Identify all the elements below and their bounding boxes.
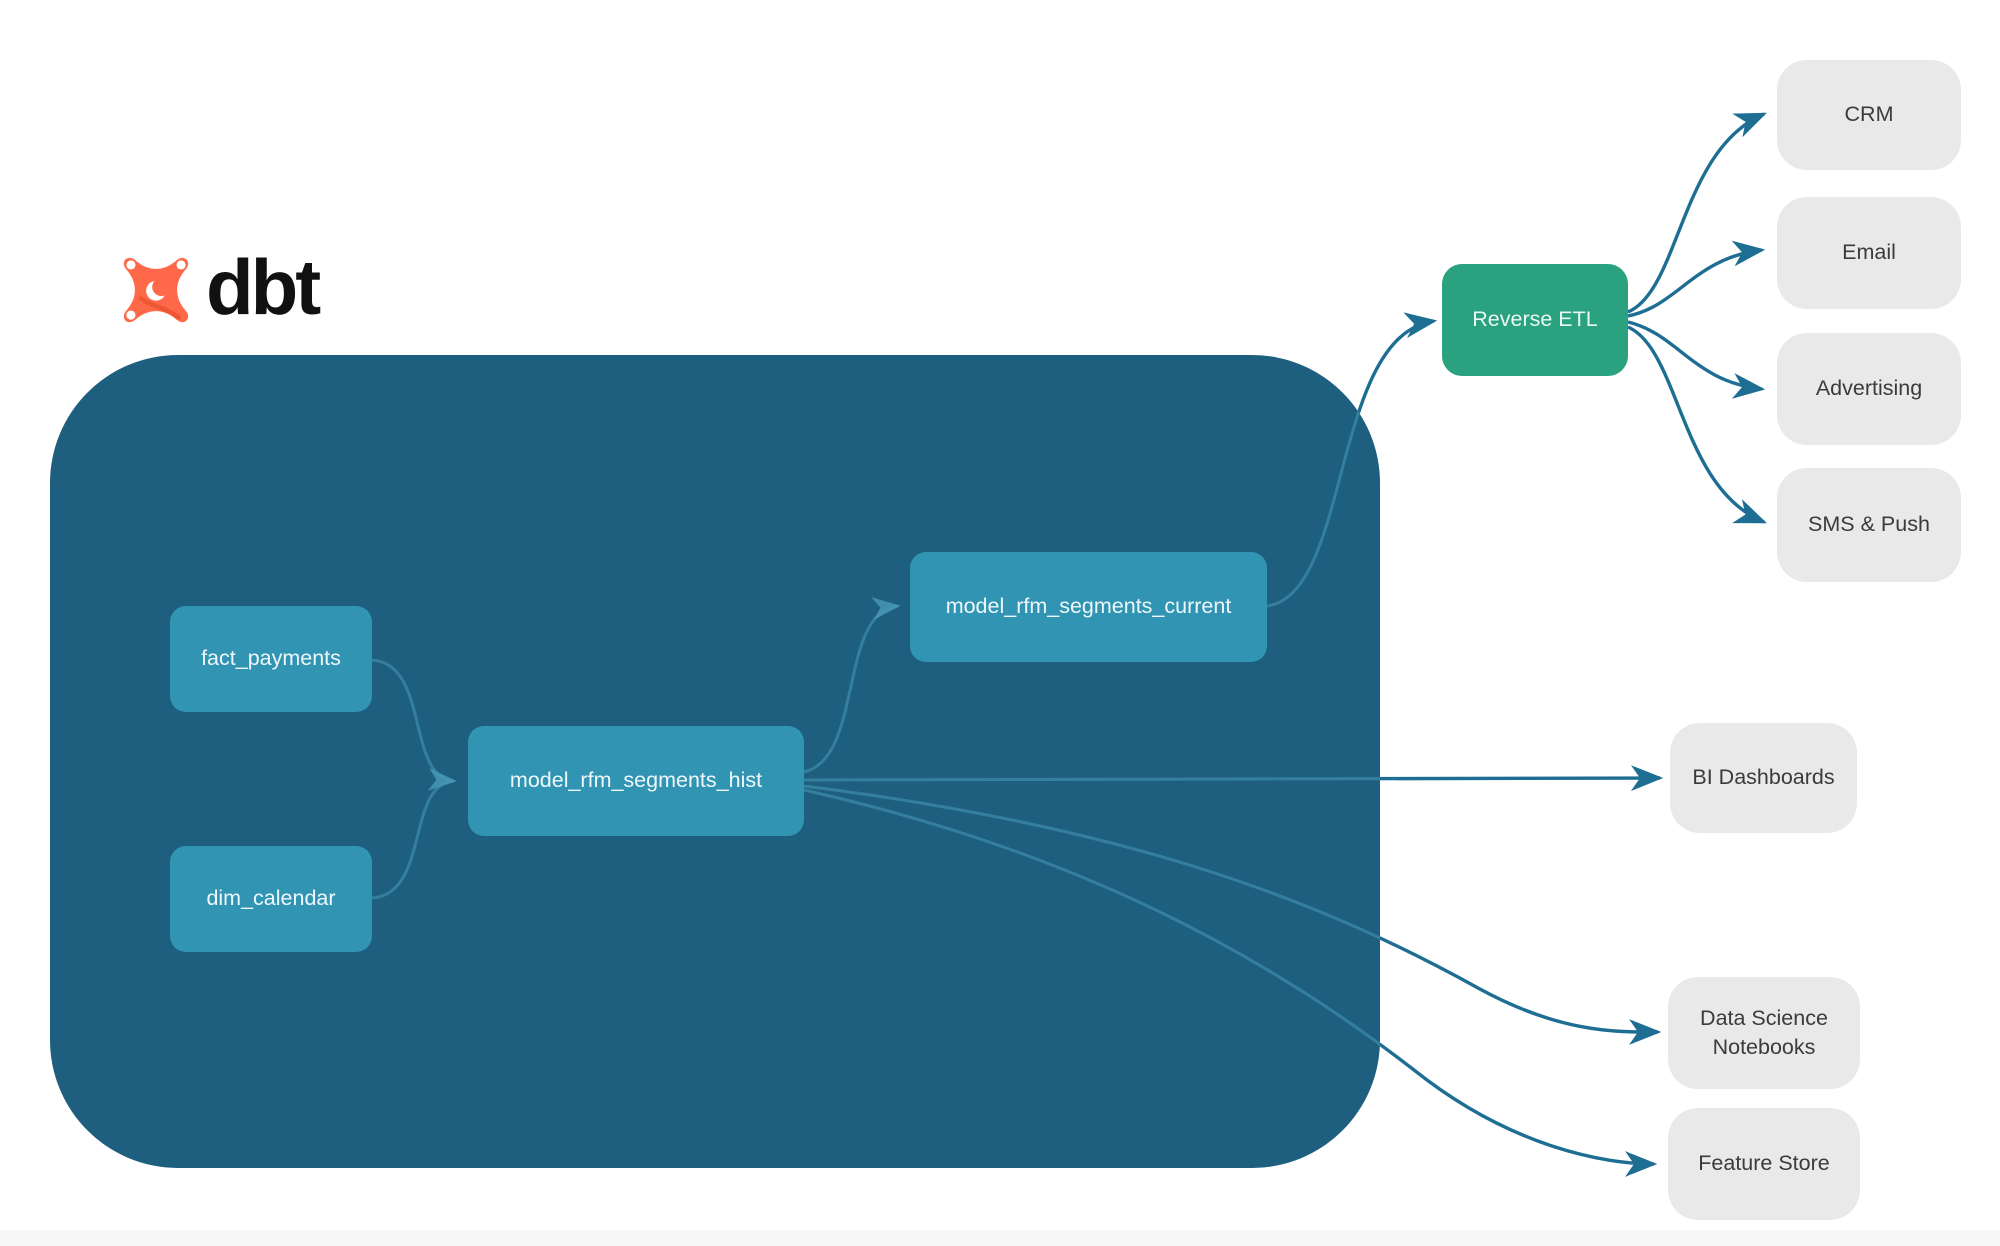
edge-reverse-etl-to-email — [1627, 240, 1766, 318]
node-label: SMS & Push — [1808, 512, 1930, 537]
node-model-rfm-segments-current: model_rfm_segments_current — [910, 552, 1267, 662]
node-label: Data Science Notebooks — [1700, 1005, 1828, 1059]
node-model-rfm-segments-hist: model_rfm_segments_hist — [468, 726, 804, 836]
node-feature-store: Feature Store — [1668, 1108, 1860, 1220]
bottom-edge-band — [0, 1230, 2000, 1246]
dbt-logo: dbt — [118, 243, 321, 332]
node-crm: CRM — [1777, 60, 1961, 170]
edge-reverse-etl-to-advertising — [1627, 320, 1766, 399]
node-dim-calendar: dim_calendar — [170, 846, 372, 952]
node-label: model_rfm_segments_current — [945, 594, 1232, 619]
node-data-science-notebooks: Data Science Notebooks — [1668, 977, 1860, 1089]
node-label: Feature Store — [1698, 1151, 1830, 1176]
node-email: Email — [1777, 197, 1961, 309]
edge-reverse-etl-to-sms-push — [1627, 325, 1767, 524]
node-label: Advertising — [1815, 376, 1923, 401]
node-label: BI Dashboards — [1692, 765, 1835, 790]
node-label: model_rfm_segments_hist — [509, 768, 763, 793]
dbt-logo-icon — [123, 257, 189, 323]
node-label: Reverse ETL — [1472, 307, 1598, 332]
node-label: dim_calendar — [206, 886, 336, 911]
node-label: Email — [1842, 240, 1896, 265]
node-fact-payments: fact_payments — [170, 606, 372, 712]
node-reverse-etl: Reverse ETL — [1442, 264, 1628, 376]
node-advertising: Advertising — [1777, 333, 1961, 445]
node-label: fact_payments — [201, 646, 341, 671]
node-label: CRM — [1844, 102, 1894, 127]
dbt-logo-text: dbt — [206, 243, 321, 331]
node-sms-push: SMS & Push — [1777, 468, 1961, 582]
node-bi-dashboards: BI Dashboards — [1670, 723, 1857, 833]
edge-reverse-etl-to-crm — [1627, 112, 1767, 314]
